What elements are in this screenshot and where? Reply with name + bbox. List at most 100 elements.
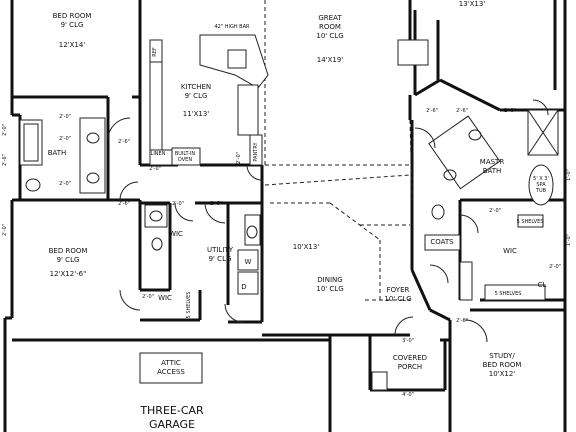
- foyer-name: FOYER: [387, 286, 410, 294]
- dining-ceiling: 10' CLG: [316, 285, 343, 293]
- utility-sink-left: [144, 204, 168, 228]
- bedroom-left-size: 12'X12'-6": [50, 270, 87, 278]
- dim-master-wic: 2'-0": [489, 208, 501, 214]
- porch-line2: PORCH: [398, 363, 422, 371]
- master-vanity: [428, 115, 501, 190]
- dim-bath-low: 2'-0": [59, 181, 71, 187]
- kitchen-size: 11'X13': [183, 110, 210, 118]
- washer: [237, 249, 259, 271]
- kitchen-name: KITCHEN: [181, 83, 211, 91]
- refrigerator: [149, 39, 163, 63]
- dim-bath-door: 2'-6": [118, 139, 130, 145]
- ref-label: REF: [152, 47, 158, 57]
- wic-lower-label: WIC: [158, 294, 172, 302]
- study-name: STUDY/: [489, 352, 515, 360]
- bedroom-top-name: BED ROOM: [53, 12, 92, 20]
- dim-hall2: 2'-0": [172, 201, 184, 207]
- dim-linen: 2'-0": [149, 166, 161, 172]
- dining-size: 10'X13': [293, 243, 320, 251]
- master-wic-shelves: [517, 214, 544, 228]
- oven-label-1: BUILT-IN: [175, 151, 196, 157]
- study-size: 10'X12': [489, 370, 516, 378]
- dim-study: 2'-6": [456, 318, 468, 324]
- dim-hall: 2'-6": [118, 201, 130, 207]
- fixtures: [19, 34, 559, 391]
- dim-utility: 2'-6": [210, 201, 222, 207]
- shelves-master-top: 5 SHELVES: [517, 219, 544, 225]
- attic-access: [139, 352, 203, 384]
- master-5-shelves: [484, 284, 546, 301]
- spa-tub-3: TUB: [535, 188, 547, 194]
- wic-master-label: WIC: [503, 247, 517, 255]
- porch-step: [371, 371, 388, 391]
- master-toilet: [431, 204, 445, 220]
- spa-tub: [528, 164, 554, 206]
- garage-line2: GARAGE: [149, 418, 195, 431]
- spa-tub-1: 5' X 3': [533, 176, 549, 182]
- coats-label: COATS: [430, 238, 454, 246]
- fireplace: [397, 39, 429, 66]
- porch-line1: COVERED: [393, 354, 427, 362]
- dim-wic: 2'-0": [142, 294, 154, 300]
- door-swings: [107, 99, 549, 343]
- toilet: [25, 178, 41, 192]
- dashed-lines: [264, 0, 413, 301]
- dim-master-cl: 2'-0": [549, 264, 561, 270]
- coats-closet: [424, 234, 461, 251]
- toilet-utility: [151, 237, 163, 251]
- great-room-name2: ROOM: [319, 23, 341, 31]
- dim-bath-mid: 2'-0": [59, 136, 71, 142]
- master-bath-name2: BATH: [483, 167, 502, 175]
- dryer-label: D: [241, 283, 246, 291]
- bedroom-top-ceiling: 9' CLG: [61, 21, 84, 29]
- bath-label: BATH: [48, 149, 67, 157]
- walls: [3, 0, 567, 432]
- master-bath-name: MASTR: [480, 158, 505, 166]
- dining-name: DINING: [317, 276, 342, 284]
- linen-label: LINEN: [151, 151, 166, 157]
- dim-foyer: 3'-0": [402, 338, 414, 344]
- utility-name: UTILITY: [207, 246, 234, 254]
- top-right-size: 13'X13': [459, 0, 486, 8]
- bedroom-left-name: BED ROOM: [49, 247, 88, 255]
- kitchen-island: [199, 34, 269, 89]
- room-labels: BED ROOM 9' CLG 12'X14' 42" HIGH BAR KIT…: [48, 0, 549, 431]
- spa-tub-2: SPA: [536, 182, 546, 188]
- washer-label: W: [245, 258, 252, 266]
- dim-right-top: 1'-0": [566, 169, 572, 181]
- dim-porch: 4'-0": [402, 392, 414, 398]
- dim-left-top: 2'-0": [2, 124, 8, 136]
- dim-master2: 2'-6": [456, 108, 468, 114]
- utility-sink: [244, 214, 261, 246]
- dim-left-bot: 2'-0": [2, 224, 8, 236]
- wic-small-label: WIC: [169, 230, 183, 238]
- great-room-ceiling: 10' CLG: [316, 32, 343, 40]
- pantry-label: PANTRY: [253, 141, 259, 161]
- attic-line1: ATTIC: [161, 359, 181, 367]
- bathtub: [19, 119, 43, 166]
- dim-right-mid: 1'-0": [566, 234, 572, 246]
- shelves-master-bottom: 5 SHELVES: [495, 291, 522, 297]
- shelves-left-label: 5 SHELVES: [186, 292, 192, 319]
- great-room-name: GREAT: [318, 14, 342, 22]
- bedroom-left-ceiling: 9' CLG: [57, 256, 80, 264]
- great-room-size: 14'X19': [317, 56, 344, 64]
- high-bar-label: 42" HIGH BAR: [214, 24, 250, 30]
- garage-line1: THREE-CAR: [139, 404, 204, 417]
- dim-pantry: 2'-0": [236, 152, 242, 164]
- bedroom-top-size: 12'X14': [59, 41, 86, 49]
- dim-bath-top: 2'-0": [59, 114, 71, 120]
- dim-left-mid: 2'-6": [2, 154, 8, 166]
- dim-master-top: 2'-0": [504, 108, 516, 114]
- dim-master: 2'-6": [426, 108, 438, 114]
- utility-ceiling: 9' CLG: [209, 255, 232, 263]
- study-name2: BED ROOM: [483, 361, 522, 369]
- foyer-ceiling: 10' CLG: [384, 295, 411, 303]
- oven-label-2: OVEN: [178, 157, 192, 163]
- kitchen-counter-right: [237, 84, 259, 136]
- dryer: [237, 271, 259, 295]
- shelves-vertical: [459, 261, 473, 301]
- kitchen-ceiling: 9' CLG: [185, 92, 208, 100]
- pantry: [249, 134, 263, 166]
